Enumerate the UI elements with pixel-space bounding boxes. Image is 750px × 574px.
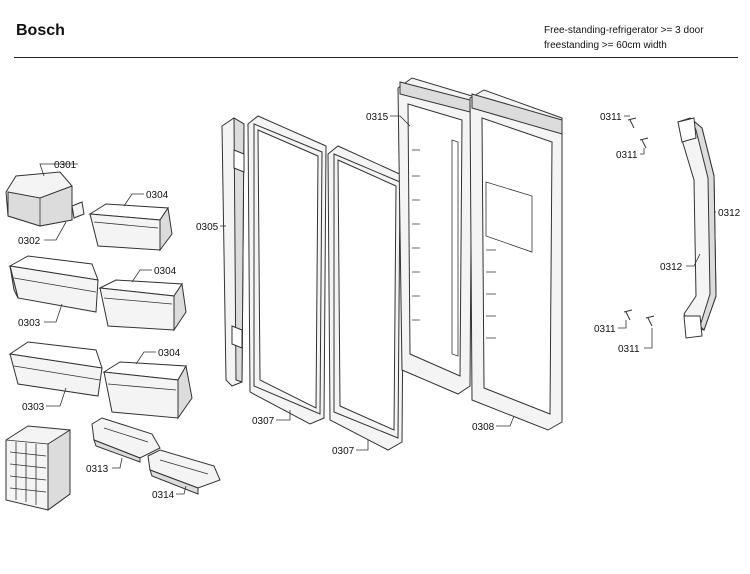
- callout-0311-top-b: 0311: [616, 150, 638, 161]
- callout-0301: 0301: [54, 160, 77, 171]
- part-0304-door-bin-lower: [102, 361, 193, 420]
- part-0304-door-bin-upper: [88, 203, 173, 252]
- callout-0304-middle: 0304: [154, 266, 177, 277]
- callout-0304-lower: 0304: [158, 348, 181, 359]
- callout-0302: 0302: [18, 236, 41, 247]
- part-0307-door-gasket-right: [327, 145, 405, 451]
- appliance-description-line2: freestanding >= 60cm width: [544, 40, 667, 51]
- part-0301-dairy-cover: [5, 171, 85, 227]
- part-0304-door-bin-middle: [98, 279, 187, 332]
- part-0314-shelf-bracket: [147, 449, 221, 495]
- callout-0303-upper: 0303: [18, 318, 41, 329]
- callout-0307-right: 0307: [332, 446, 355, 457]
- part-0308-door-liner-right: [469, 89, 563, 431]
- brand-title: Bosch: [16, 22, 65, 39]
- callout-0311-bottom-a: 0311: [594, 324, 616, 335]
- appliance-description-line1: Free-standing-refrigerator >= 3 door: [544, 25, 704, 36]
- callout-0312-right: 0312: [718, 208, 741, 219]
- callout-0315: 0315: [366, 112, 389, 123]
- callout-0312-left: 0312: [660, 262, 683, 273]
- header-divider: [14, 57, 738, 58]
- callout-0305: 0305: [196, 222, 219, 233]
- callout-0307-left: 0307: [252, 416, 275, 427]
- part-0315-door-liner-left: [397, 77, 473, 395]
- callout-0311-top-a: 0311: [600, 112, 622, 123]
- part-0313-shelf-bracket: [91, 417, 161, 463]
- part-0303-door-bin-lower: [8, 341, 103, 397]
- leader-lines: [39, 115, 716, 495]
- part-0312-door-handle: [677, 117, 717, 339]
- callout-0311-bottom-b: 0311: [618, 344, 640, 355]
- part-0305-door-mullion: [221, 117, 245, 387]
- part-mesh-box: [5, 425, 71, 511]
- callout-0308: 0308: [472, 422, 495, 433]
- callout-0304-upper: 0304: [146, 190, 169, 201]
- part-0303-door-bin-upper: [8, 255, 99, 313]
- callout-0303-lower: 0303: [22, 402, 45, 413]
- callout-0313: 0313: [86, 464, 109, 475]
- part-0311-screws: [623, 117, 655, 327]
- callout-0314: 0314: [152, 490, 175, 501]
- part-0307-door-gasket-left: [247, 115, 327, 425]
